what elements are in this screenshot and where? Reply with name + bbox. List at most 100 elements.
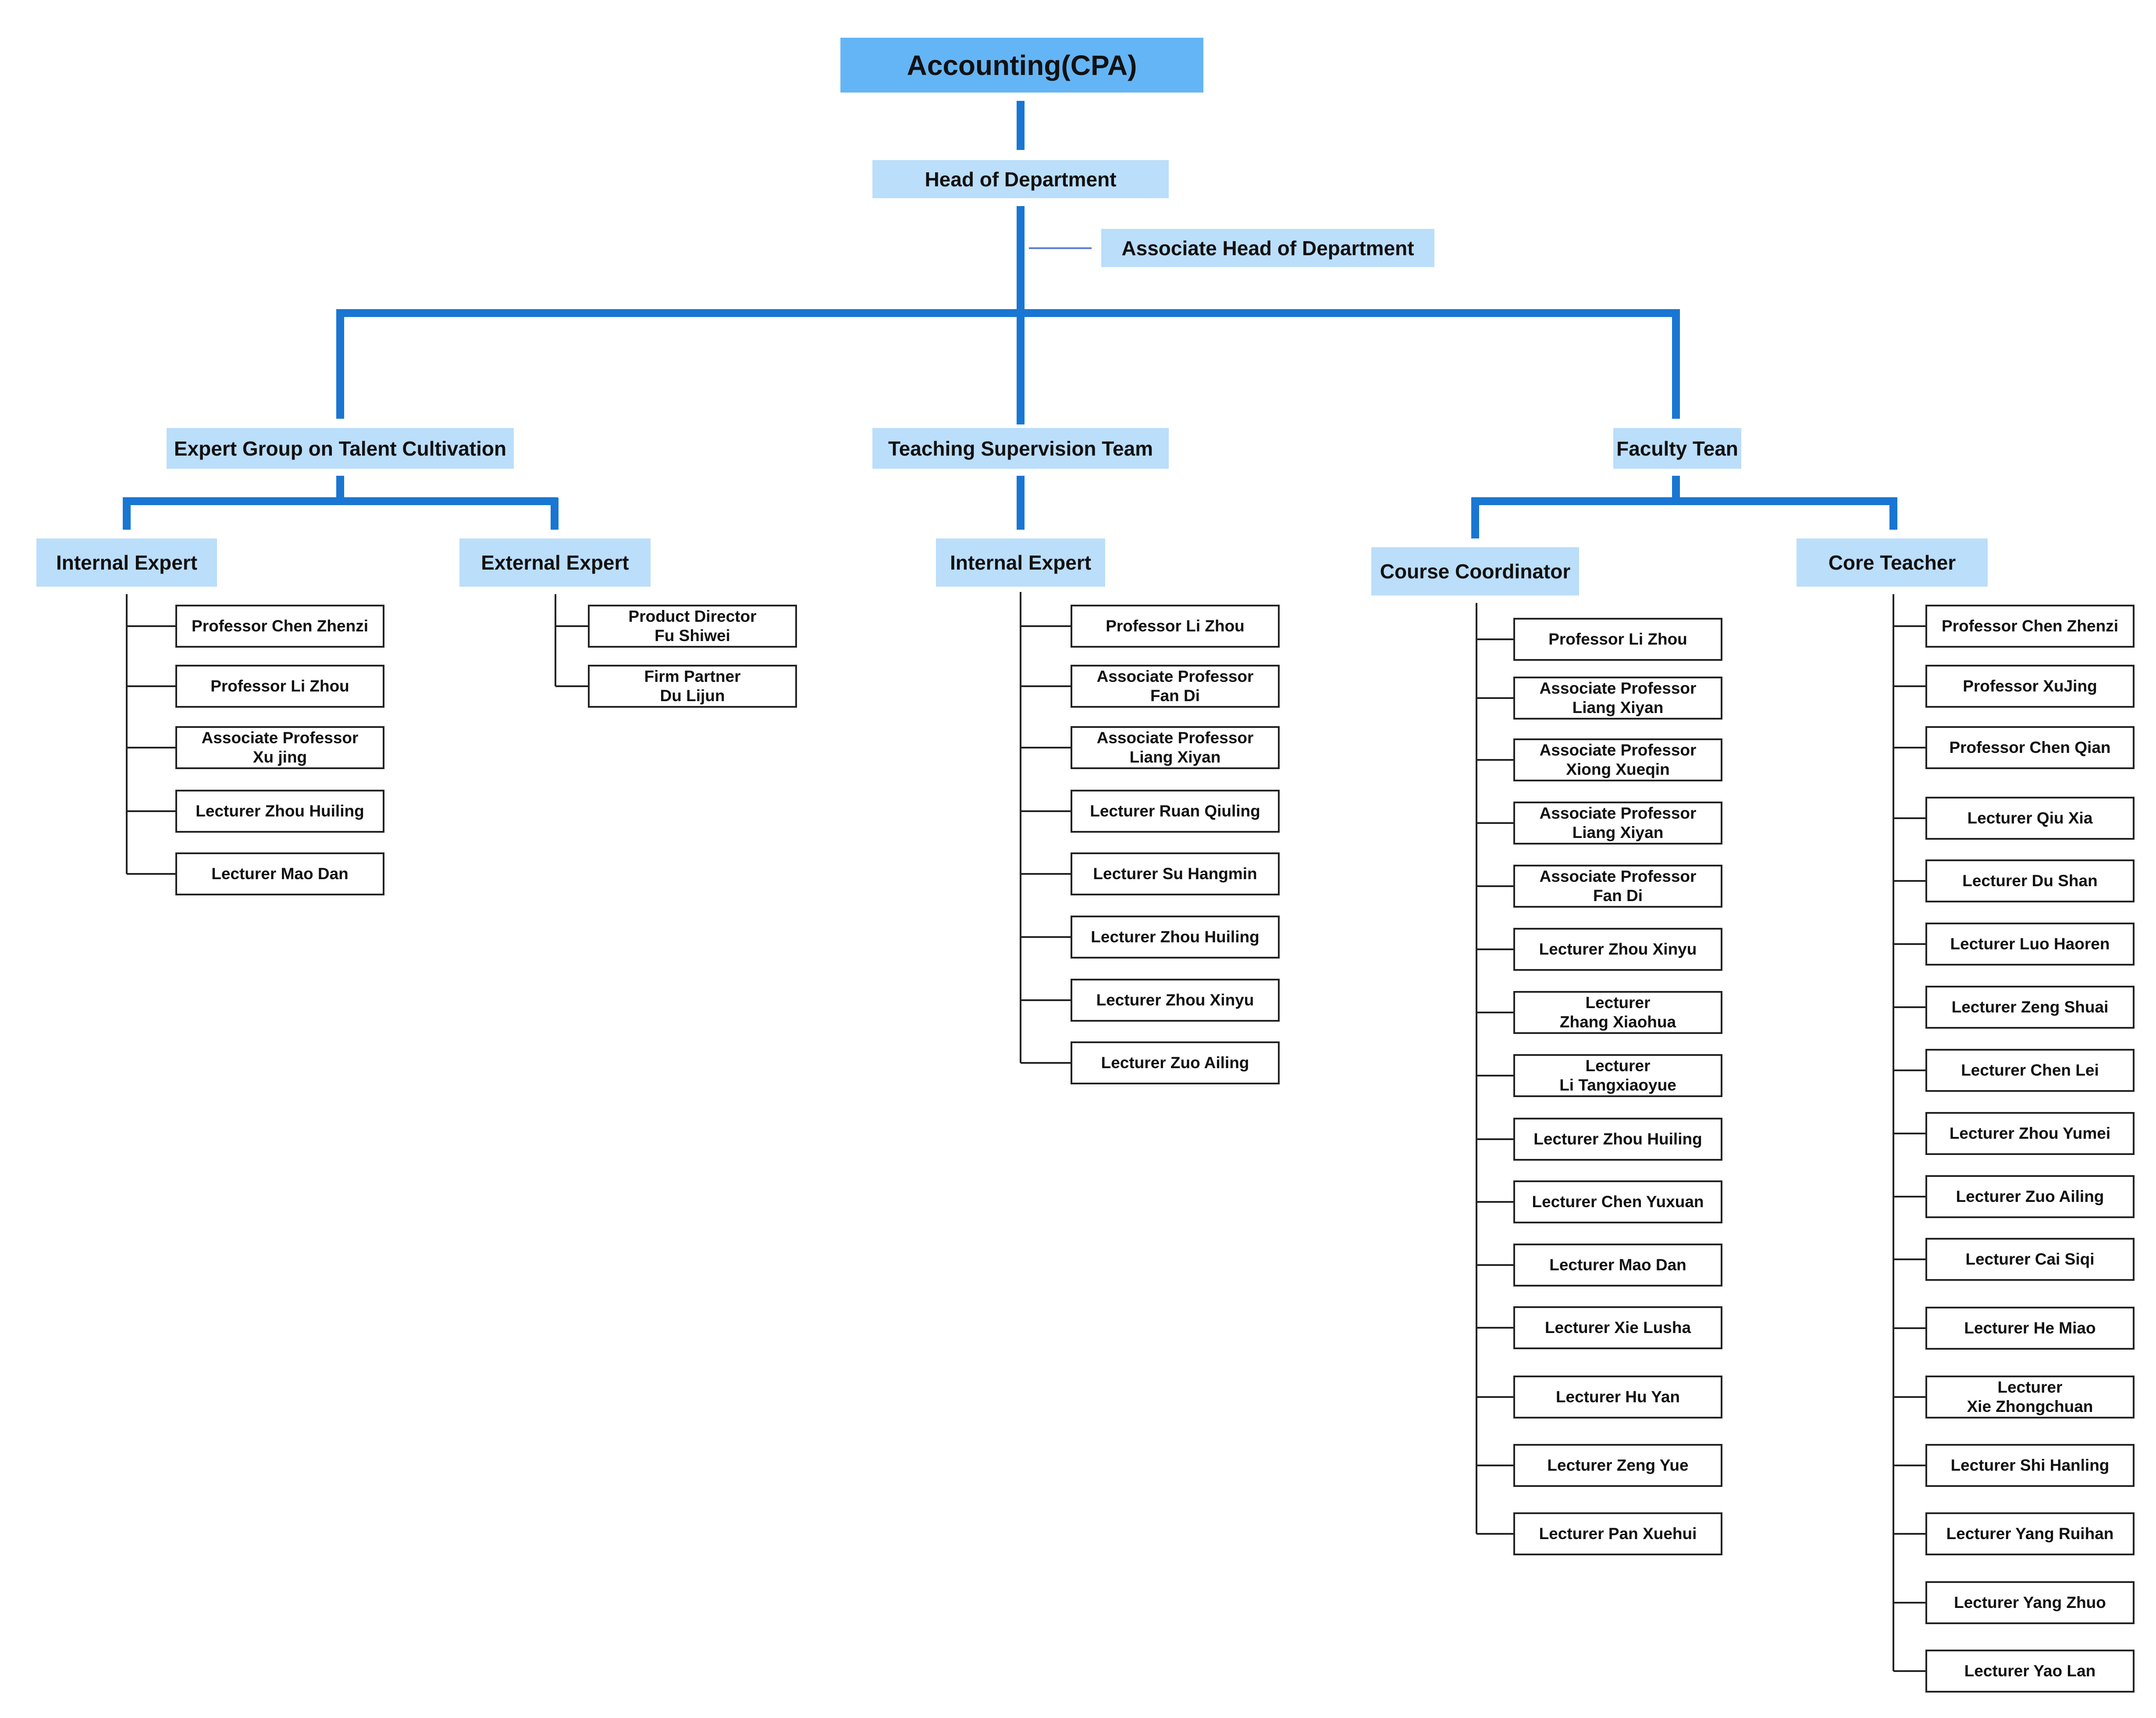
external-expert-spine [555, 594, 556, 686]
supervision-expert-member: Associate Professor Fan Di [1071, 665, 1280, 708]
supervision-expert-connector [1021, 999, 1071, 1001]
external-expert-member: Product Director Fu Shiwei [588, 605, 797, 648]
core-teacher-connector [1893, 1258, 1925, 1260]
supervision-expert-connector [1021, 810, 1071, 812]
core-teacher-member: Lecturer Shi Hanling [1925, 1444, 2135, 1487]
core-teacher-connector [1893, 1069, 1925, 1071]
internal-expert-connector [127, 810, 175, 812]
faculty-split [1471, 497, 1897, 505]
internal-expert-member: Associate Professor Xu jing [175, 726, 384, 769]
core-teacher-member: Professor XuJing [1925, 665, 2135, 708]
supervision-expert-connector [1021, 625, 1071, 627]
course-coordinator-member: Lecturer Zeng Yue [1513, 1444, 1722, 1487]
course-coordinator-connector [1476, 638, 1513, 640]
core-teacher-drop [1889, 498, 1897, 530]
internal-expert-node: Internal Expert [36, 538, 217, 587]
internal-expert-connector [127, 685, 175, 687]
supervision-drop [1017, 309, 1025, 419]
core-teacher-connector [1893, 880, 1925, 882]
course-coordinator-member: Associate Professor Liang Xiyan [1513, 677, 1722, 720]
external-expert-member: Firm Partner Du Lijun [588, 665, 797, 708]
course-coordinator-connector [1476, 1327, 1513, 1329]
course-coordinator-connector [1476, 1264, 1513, 1266]
course-coordinator-connector [1476, 1075, 1513, 1076]
supervision-expert-member: Professor Li Zhou [1071, 605, 1280, 648]
course-coordinator-member: Lecturer Pan Xuehui [1513, 1512, 1722, 1555]
course-coordinator-connector [1476, 1396, 1513, 1398]
course-coordinator-member: Associate Professor Fan Di [1513, 865, 1722, 908]
faculty-down [1672, 476, 1680, 501]
course-coordinator-member: Associate Professor Liang Xiyan [1513, 802, 1722, 845]
supervision-expert-connector [1021, 873, 1071, 875]
supervision-expert-spine [1020, 592, 1021, 1063]
course-coordinator-member: Lecturer Zhou Huiling [1513, 1118, 1722, 1161]
supervision-expert-member: Lecturer Zuo Ailing [1071, 1041, 1280, 1084]
internal-expert-connector [127, 873, 175, 875]
course-coordinator-member: Associate Professor Xiong Xueqin [1513, 738, 1722, 781]
core-teacher-member: Lecturer Cai Siqi [1925, 1238, 2135, 1281]
core-teacher-member: Lecturer Zeng Shuai [1925, 986, 2135, 1029]
external-expert-node: External Expert [459, 538, 651, 587]
course-coordinator-member: Lecturer Mao Dan [1513, 1244, 1722, 1287]
root-node: Accounting(CPA) [840, 38, 1203, 93]
faculty-drop [1672, 309, 1680, 419]
course-coordinator-member: Lecturer Li Tangxiaoyue [1513, 1054, 1722, 1097]
core-teacher-node: Core Teacher [1797, 538, 1988, 587]
core-teacher-connector [1893, 1196, 1925, 1198]
course-coordinator-connector [1476, 822, 1513, 824]
supervision-expert-connector [1021, 1062, 1071, 1064]
internal-expert-spine [126, 594, 128, 874]
course-coordinator-connector [1476, 1201, 1513, 1203]
course-coordinator-connector [1476, 1138, 1513, 1140]
core-teacher-member: Lecturer Zuo Ailing [1925, 1175, 2135, 1218]
course-coordinator-member: Lecturer Chen Yuxuan [1513, 1180, 1722, 1223]
core-teacher-connector [1893, 1670, 1925, 1672]
external-expert-connector [555, 625, 588, 627]
supervision-expert-connector [1021, 747, 1071, 749]
expert-group-split [123, 497, 558, 505]
core-teacher-member: Lecturer Yang Ruihan [1925, 1512, 2135, 1555]
expert-group-drop [336, 309, 344, 419]
core-teacher-member: Lecturer Qiu Xia [1925, 797, 2135, 840]
core-teacher-connector [1893, 1533, 1925, 1535]
core-teacher-member: Lecturer Zhou Yumei [1925, 1112, 2135, 1155]
supervision-expert-member: Lecturer Zhou Xinyu [1071, 979, 1280, 1022]
core-teacher-connector [1893, 943, 1925, 945]
course-coordinator-member: Lecturer Zhou Xinyu [1513, 928, 1722, 971]
course-coordinator-connector [1476, 948, 1513, 950]
core-teacher-connector [1893, 1133, 1925, 1134]
associate-connector [1029, 247, 1092, 249]
core-teacher-connector [1893, 1327, 1925, 1329]
supervision-expert-connector [1021, 685, 1071, 687]
course-coordinator-connector [1476, 759, 1513, 761]
core-teacher-member: Lecturer Yao Lan [1925, 1650, 2135, 1693]
core-teacher-member: Lecturer Luo Haoren [1925, 923, 2135, 966]
head-of-department-node: Head of Department [872, 160, 1169, 198]
core-teacher-member: Professor Chen Zhenzi [1925, 605, 2135, 648]
core-teacher-connector [1893, 625, 1925, 627]
internal-expert-member: Lecturer Mao Dan [175, 852, 384, 895]
course-coordinator-connector [1476, 885, 1513, 887]
course-coordinator-connector [1476, 697, 1513, 699]
core-teacher-member: Professor Chen Qian [1925, 726, 2135, 769]
core-teacher-member: Lecturer Xie Zhongchuan [1925, 1376, 2135, 1419]
supervision-expert-member: Lecturer Su Hangmin [1071, 852, 1280, 895]
supervision-internal-expert-node: Internal Expert [936, 538, 1105, 587]
internal-expert-member: Professor Chen Zhenzi [175, 605, 384, 648]
supervision-expert-connector [1021, 936, 1071, 938]
core-teacher-connector [1893, 1602, 1925, 1604]
associate-head-node: Associate Head of Department [1101, 229, 1434, 267]
core-teacher-member: Lecturer Yang Zhuo [1925, 1581, 2135, 1624]
external-expert-connector [555, 685, 588, 687]
course-coordinator-member: Lecturer Xie Lusha [1513, 1306, 1722, 1349]
course-coordinator-spine [1476, 603, 1477, 1534]
course-coordinator-connector [1476, 1533, 1513, 1535]
expert-group-down [336, 476, 344, 501]
teaching-supervision-node: Teaching Supervision Team [872, 428, 1169, 469]
supervision-expert-member: Lecturer Zhou Huiling [1071, 916, 1280, 959]
supervision-down [1017, 476, 1025, 530]
core-teacher-connector [1893, 817, 1925, 819]
internal-expert-member: Lecturer Zhou Huiling [175, 790, 384, 833]
internal-expert-member: Professor Li Zhou [175, 665, 384, 708]
